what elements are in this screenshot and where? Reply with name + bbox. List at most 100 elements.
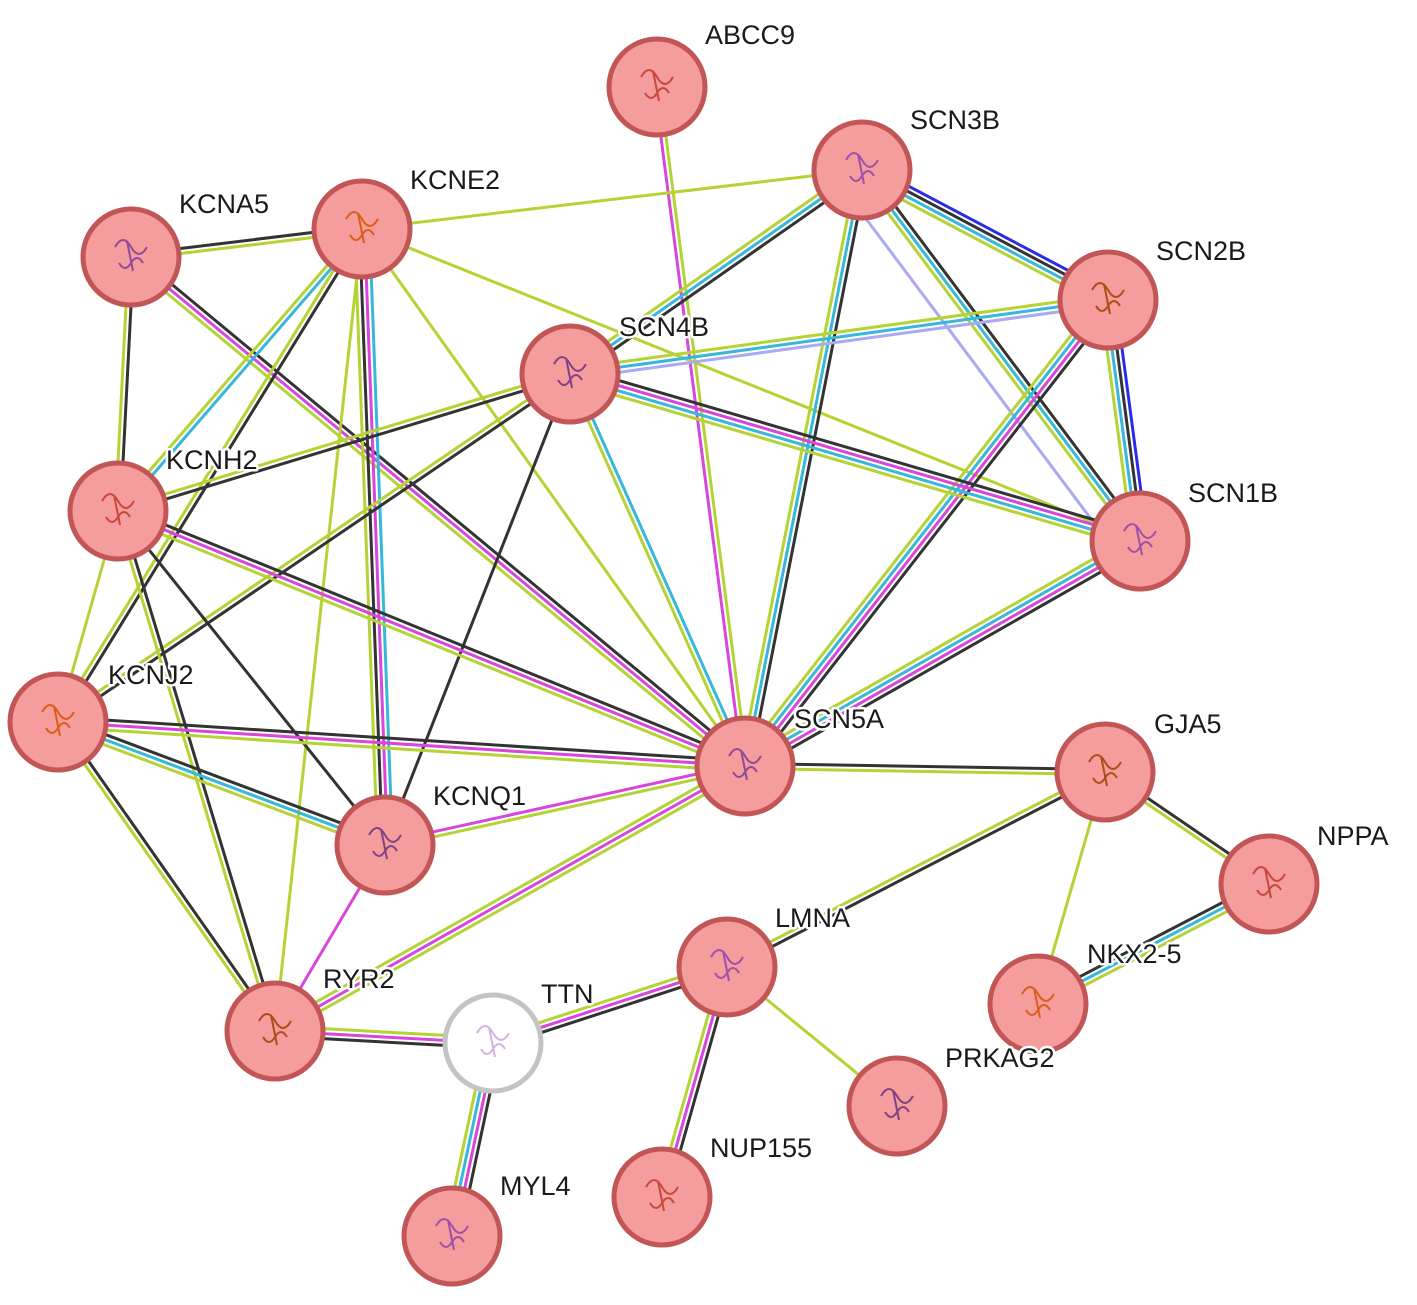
edge-line-database	[741, 296, 1108, 766]
node-kcna5[interactable]	[80, 206, 182, 308]
edge-line-coexpression	[116, 509, 387, 847]
node-label-myl4: MYL4	[500, 1171, 571, 1201]
protein-structure-icon	[1088, 754, 1122, 787]
protein-structure-icon	[1091, 282, 1125, 315]
edge-line-experimental	[362, 227, 389, 847]
edge-KCNA5-SCN5A[interactable]	[126, 251, 750, 772]
edge-KCNH2-KCNQ1[interactable]	[116, 509, 387, 847]
edge-line-coexpression	[864, 165, 1146, 540]
edge-line-homology_light	[839, 184, 1121, 559]
protein-structure-icon	[710, 949, 744, 982]
edge-KCNJ2-RYR2[interactable]	[54, 719, 279, 1034]
edge-KCNE2-KCNQ1[interactable]	[353, 227, 394, 847]
edge-KCNE2-SCN3B[interactable]	[360, 168, 864, 231]
edge-SCN5A-RYR2[interactable]	[271, 760, 749, 1037]
edge-line-textmining	[384, 766, 748, 849]
edge-line-textmining	[360, 227, 1142, 543]
node-scn4b[interactable]	[519, 323, 621, 425]
node-scn2b[interactable]	[1057, 249, 1159, 351]
node-kcnh2[interactable]	[67, 460, 169, 562]
edge-SCN4B-KCNH2[interactable]	[115, 370, 573, 515]
node-scn3b[interactable]	[811, 119, 913, 221]
node-scn5a[interactable]	[694, 715, 796, 817]
node-kcne2[interactable]	[311, 178, 413, 280]
edge-line-coexpression	[58, 715, 389, 842]
edge-ABCC9-SCN5A[interactable]	[653, 85, 749, 768]
edge-KCNH2-SCN5A[interactable]	[114, 504, 749, 773]
protein-structure-icon	[435, 1218, 469, 1251]
edge-SCN4B-SCN1B[interactable]	[566, 365, 1144, 550]
edge-KCNQ1-SCN5A[interactable]	[382, 762, 748, 849]
edge-SCN4B-KCNQ1[interactable]	[383, 372, 572, 847]
edge-line-textmining	[273, 227, 364, 1033]
edge-KCNJ2-KCNQ1[interactable]	[54, 715, 389, 852]
protein-structure-icon	[553, 356, 587, 389]
node-kcnj2[interactable]	[7, 671, 109, 773]
node-label-scn4b: SCN4B	[619, 312, 709, 342]
protein-structure-icon	[258, 1013, 292, 1046]
edge-line-database	[568, 298, 1110, 376]
protein-structure-icon	[41, 704, 75, 737]
node-ttn[interactable]	[442, 992, 544, 1094]
edge-line-experimental	[745, 300, 1112, 770]
edge-SCN1B-SCN5A[interactable]	[739, 532, 1146, 775]
edge-line-database	[743, 168, 864, 768]
edge-KCNE2-KCNJ2[interactable]	[54, 226, 366, 725]
node-scn1b[interactable]	[1089, 490, 1191, 592]
edge-SCN4B-KCNJ2[interactable]	[55, 370, 573, 726]
edge-SCN2B-SCN5A[interactable]	[737, 293, 1116, 773]
protein-structure-icon	[1252, 866, 1286, 899]
node-label-prkag2: PRKAG2	[945, 1043, 1055, 1073]
edge-KCNE2-SCN5A[interactable]	[360, 227, 747, 768]
edge-SCN3B-SCN4B[interactable]	[565, 164, 867, 380]
edge-SCN3B-SCN5A[interactable]	[738, 167, 869, 769]
edge-line-coexpression	[748, 169, 869, 769]
node-label-nup155: NUP155	[710, 1133, 812, 1163]
node-nkx2-5[interactable]	[987, 953, 1089, 1055]
node-abcc9[interactable]	[606, 36, 708, 138]
node-nup155[interactable]	[611, 1146, 713, 1248]
edge-KCNE2-KCNH2[interactable]	[114, 225, 366, 515]
edge-SCN5A-GJA5[interactable]	[743, 762, 1107, 776]
edge-SCN2B-SCN4B[interactable]	[567, 293, 1111, 381]
edge-KCNJ2-SCN5A[interactable]	[56, 715, 747, 773]
protein-structure-icon	[1021, 986, 1055, 1019]
node-prkag2[interactable]	[846, 1055, 948, 1157]
node-myl4[interactable]	[401, 1185, 503, 1287]
edge-KCNH2-RYR2[interactable]	[114, 508, 279, 1034]
protein-structure-icon	[476, 1025, 510, 1058]
edge-line-coexpression	[117, 374, 573, 515]
edge-line-experimental	[569, 370, 1143, 541]
edge-line-textmining	[743, 766, 1107, 776]
node-label-gja5: GJA5	[1154, 709, 1222, 739]
edge-SCN3B-SCN1B[interactable]	[856, 165, 1146, 546]
edge-line-coexpression	[383, 372, 572, 847]
edge-GJA5-LMNA[interactable]	[724, 768, 1108, 971]
edge-line-textmining	[54, 721, 275, 1034]
node-gja5[interactable]	[1054, 721, 1156, 823]
edge-KCNE2-SCN1B[interactable]	[360, 227, 1142, 543]
edge-line-textmining	[566, 379, 1140, 550]
edge-line-experimental	[129, 255, 747, 768]
edge-SCN3B-SCN1B[interactable]	[839, 184, 1121, 559]
edge-line-database	[118, 229, 366, 515]
protein-structure-icon	[728, 748, 762, 781]
protein-structure-icon	[114, 239, 148, 272]
node-label-lmna: LMNA	[775, 903, 850, 933]
edge-SCN4B-SCN5A[interactable]	[566, 371, 749, 769]
edge-line-coexpression	[747, 546, 1146, 775]
edge-line-textmining	[275, 768, 749, 1037]
node-lmna[interactable]	[676, 916, 778, 1018]
node-ryr2[interactable]	[224, 980, 326, 1082]
node-label-scn5a: SCN5A	[794, 704, 884, 734]
edge-line-experimental	[56, 720, 747, 768]
protein-structure-icon	[345, 211, 379, 244]
node-nppa[interactable]	[1218, 833, 1320, 935]
edge-line-coexpression	[571, 172, 867, 380]
edge-line-textmining	[739, 532, 1138, 761]
edge-line-experimental	[273, 764, 747, 1033]
edge-line-database	[742, 537, 1141, 766]
edge-line-textmining	[114, 225, 362, 511]
edge-KCNE2-RYR2[interactable]	[273, 227, 364, 1033]
node-kcnq1[interactable]	[334, 794, 436, 896]
